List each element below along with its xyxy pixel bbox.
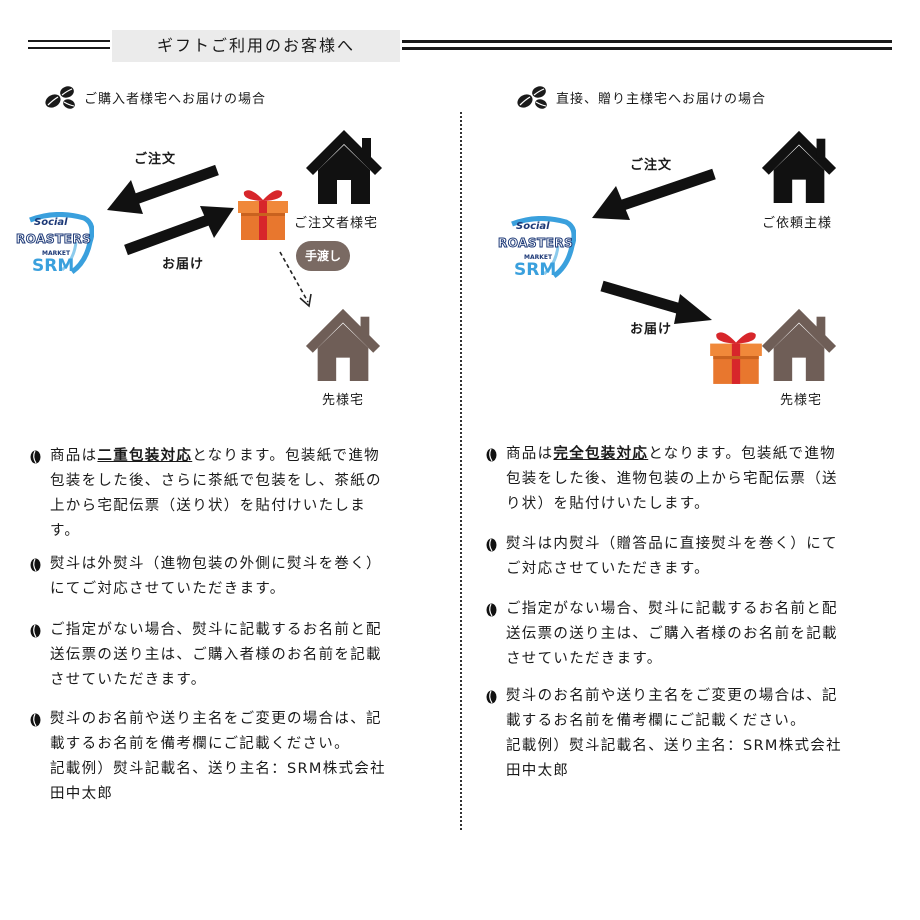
header-rule-right-bottom xyxy=(402,47,892,50)
left-b3-l0: ご指定がない場合、熨斗に記載するお名前と配 xyxy=(50,622,382,638)
recipient-house-icon xyxy=(761,308,837,382)
left-b2-l1: にてご対応させていただきます。 xyxy=(50,581,286,597)
handover-badge: 手渡し xyxy=(296,241,350,271)
right-recipient-home-label: 先様宅 xyxy=(780,393,823,408)
order-arrow-icon xyxy=(592,168,716,220)
right-delivery-label: お届け xyxy=(630,322,673,337)
coffee-bean-icon xyxy=(30,624,41,638)
right-bullet-3: ご指定がない場合、熨斗に記載するお名前と配 送伝票の送り主は、ご購入者様のお名前… xyxy=(486,597,838,672)
right-b1-l1: 包装をした後、進物包装の上から宅配伝票（送 xyxy=(506,471,838,487)
left-b1-l3: す。 xyxy=(50,523,81,539)
srm-logo: Social ROASTERS MARKET SRM xyxy=(497,216,576,282)
dashed-arrow-icon xyxy=(279,251,312,308)
house-icon xyxy=(761,130,837,204)
right-bullet-1: 商品は完全包装対応となります。包装紙で進物 包装をした後、進物包装の上から宅配伝… xyxy=(486,442,838,517)
right-b1-l2: り状）を貼付けいたします。 xyxy=(506,496,710,512)
coffee-beans-icon xyxy=(45,86,75,109)
gift-box-icon xyxy=(238,190,288,240)
left-bullet-1: 商品は二重包装対応となります。包装紙で進物 包装をした後、さらに茶紙で包装をし、… xyxy=(30,444,382,544)
orderer-home-label: ご注文者様宅 xyxy=(294,216,379,231)
right-b1-emphasis: 完全包装対応 xyxy=(553,446,649,462)
coffee-bean-icon xyxy=(486,603,497,617)
coffee-beans-icon xyxy=(517,86,547,109)
right-order-label: ご注文 xyxy=(630,158,673,173)
left-b4-l2: 記載例）熨斗記載名、送り主名：SRM株式会社 xyxy=(50,761,386,777)
left-bullet-4: 熨斗のお名前や送り主名をご変更の場合は、記 載するお名前を備考欄にご記載ください… xyxy=(30,707,386,807)
header-rule-right-top xyxy=(402,40,892,43)
coffee-bean-icon xyxy=(486,538,497,552)
right-b4-l3: 田中太郎 xyxy=(506,763,570,779)
right-b3-l1: 送伝票の送り主は、ご購入者様のお名前を記載 xyxy=(506,626,838,642)
coffee-bean-icon xyxy=(30,450,41,464)
header-rule-left-top xyxy=(28,40,110,42)
coffee-bean-icon xyxy=(30,713,41,727)
left-b1-l1: 包装をした後、さらに茶紙で包装をし、茶紙の xyxy=(50,473,382,489)
right-bullet-2: 熨斗は内熨斗（贈答品に直接熨斗を巻く）にて ご対応させていただきます。 xyxy=(486,532,838,582)
delivery-arrow-icon xyxy=(600,280,712,324)
requester-home-label: ご依頼主様 xyxy=(762,216,833,231)
logo-social: Social xyxy=(34,217,68,228)
house-icon xyxy=(306,130,382,204)
left-b4-l1: 載するお名前を備考欄にご記載ください。 xyxy=(50,736,350,752)
header-rule-left-bottom xyxy=(28,47,110,49)
coffee-bean-icon xyxy=(486,448,497,462)
left-b1-pre: 商品は xyxy=(50,448,98,464)
left-b4-l0: 熨斗のお名前や送り主名をご変更の場合は、記 xyxy=(50,711,382,727)
logo-roasters: ROASTERS xyxy=(15,232,92,247)
right-heading-text: 直接、贈り主様宅へお届けの場合 xyxy=(556,92,767,107)
logo-srm: SRM xyxy=(514,260,557,280)
right-b4-l1: 載するお名前を備考欄にご記載ください。 xyxy=(506,713,806,729)
order-arrow-icon xyxy=(107,164,219,214)
right-b3-l2: させていただきます。 xyxy=(506,651,663,667)
left-b2-l0: 熨斗は外熨斗（進物包装の外側に熨斗を巻く） xyxy=(50,556,382,572)
left-b1-l0: となります。包装紙で進物 xyxy=(192,448,380,464)
left-b1-emphasis: 二重包装対応 xyxy=(97,448,193,464)
left-bullet-2: 熨斗は外熨斗（進物包装の外側に熨斗を巻く） にてご対応させていただきます。 xyxy=(30,552,382,602)
left-b3-l1: 送伝票の送り主は、ご購入者様のお名前を記載 xyxy=(50,647,382,663)
coffee-bean-icon xyxy=(486,690,497,704)
right-b2-l0: 熨斗は内熨斗（贈答品に直接熨斗を巻く）にて xyxy=(506,536,838,552)
right-b4-l2: 記載例）熨斗記載名、送り主名：SRM株式会社 xyxy=(506,738,842,754)
right-b2-l1: ご対応させていただきます。 xyxy=(506,561,710,577)
logo-market: MARKET xyxy=(524,254,553,261)
left-b3-l2: させていただきます。 xyxy=(50,672,207,688)
left-delivery-label: お届け xyxy=(162,257,205,272)
right-bullet-4: 熨斗のお名前や送り主名をご変更の場合は、記 載するお名前を備考欄にご記載ください… xyxy=(486,684,842,784)
left-b4-l3: 田中太郎 xyxy=(50,786,114,802)
gift-box-icon xyxy=(710,332,762,384)
delivery-arrow-icon xyxy=(124,206,234,256)
page-title: ギフトご利用のお客様へ xyxy=(112,30,400,62)
logo-roasters: ROASTERS xyxy=(497,236,574,251)
left-recipient-home-label: 先様宅 xyxy=(322,393,365,408)
logo-social: Social xyxy=(516,221,550,232)
left-b1-l2: 上から宅配伝票（送り状）を貼付けいたしま xyxy=(50,498,366,514)
left-order-label: ご注文 xyxy=(134,152,177,167)
logo-srm: SRM xyxy=(32,256,75,276)
recipient-house-icon xyxy=(305,308,381,382)
right-b1-pre: 商品は xyxy=(506,446,554,462)
left-heading-text: ご購入者様宅へお届けの場合 xyxy=(84,92,267,107)
srm-logo: Social ROASTERS MARKET SRM xyxy=(15,212,94,278)
column-divider xyxy=(460,112,462,830)
right-b3-l0: ご指定がない場合、熨斗に記載するお名前と配 xyxy=(506,601,838,617)
logo-market: MARKET xyxy=(42,250,71,257)
coffee-bean-icon xyxy=(30,558,41,572)
left-bullet-3: ご指定がない場合、熨斗に記載するお名前と配 送伝票の送り主は、ご購入者様のお名前… xyxy=(30,618,382,693)
right-b1-l0: となります。包装紙で進物 xyxy=(648,446,836,462)
right-b4-l0: 熨斗のお名前や送り主名をご変更の場合は、記 xyxy=(506,688,838,704)
